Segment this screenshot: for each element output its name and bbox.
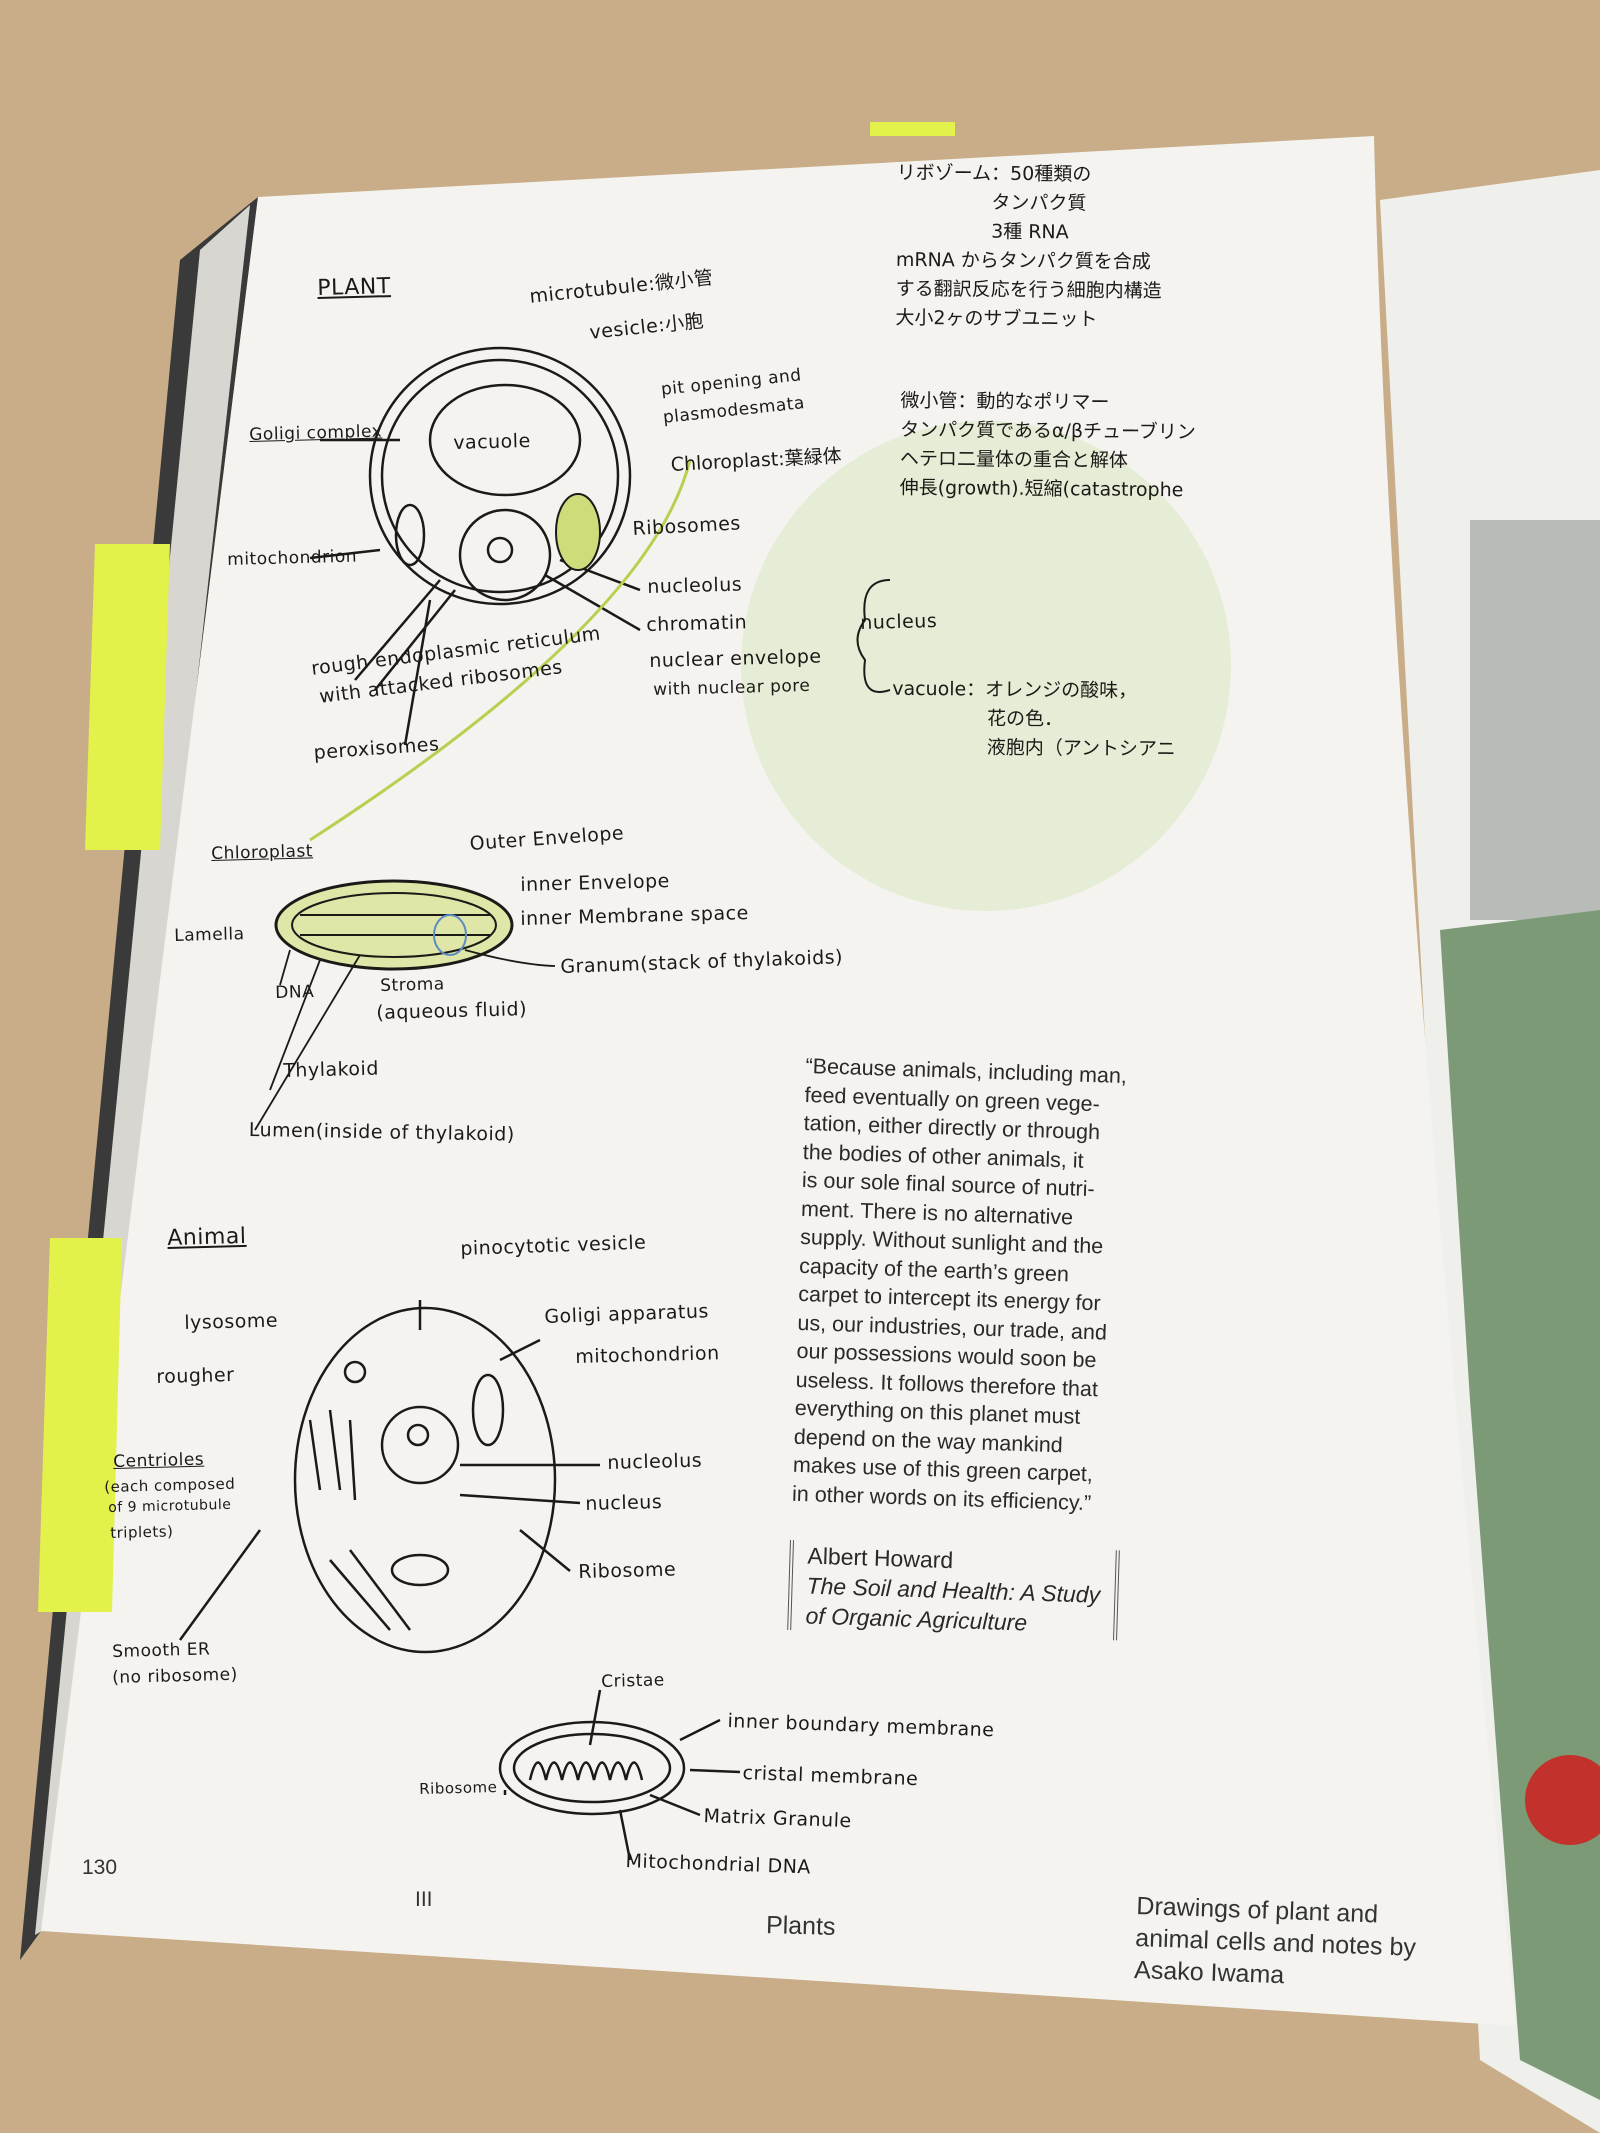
label-lumen: Lumen(inside of thylakoid) bbox=[248, 1119, 515, 1146]
label-mito-ribosome: Ribosome bbox=[419, 1777, 498, 1798]
page-number: 130 bbox=[82, 1856, 118, 1879]
label-stroma: Stroma bbox=[380, 974, 445, 996]
animal-cell-drawing bbox=[178, 1300, 600, 1654]
facing-photo-tomato bbox=[1525, 1755, 1600, 1845]
sticky-tab-left-1 bbox=[85, 544, 170, 850]
figure-caption: Drawings of plant and animal cells and n… bbox=[1134, 1890, 1418, 1996]
label-nuclear-pore: with nuclear pore bbox=[653, 675, 811, 700]
page bbox=[41, 136, 1516, 2026]
label-animal-mitochondrion: mitochondrion bbox=[575, 1342, 720, 1368]
label-thylakoid: Thylakoid bbox=[283, 1057, 380, 1082]
plant-heading: PLANT bbox=[317, 274, 392, 301]
label-centrioles-note-2: of 9 microtubule bbox=[108, 1496, 232, 1516]
label-centrioles-note-1: (each composed bbox=[104, 1474, 236, 1496]
label-lamella: Lamella bbox=[174, 924, 245, 946]
label-vacuole: vacuole bbox=[453, 429, 532, 454]
label-rough-er-animal: rougher bbox=[156, 1363, 235, 1388]
chloroplast-heading: Chloroplast bbox=[211, 841, 314, 864]
chloroplast-arrow bbox=[309, 459, 692, 842]
label-inner-envelope: inner Envelope bbox=[520, 870, 671, 896]
label-nucleus: nucleus bbox=[860, 609, 938, 634]
sticky-tab-top bbox=[870, 122, 955, 136]
section-title: Plants bbox=[765, 1911, 836, 1941]
label-nuclear-envelope: nuclear envelope bbox=[649, 645, 822, 672]
animal-heading: Animal bbox=[167, 1223, 247, 1251]
green-circle bbox=[741, 421, 1231, 911]
label-centrioles-note-3: triplets) bbox=[110, 1522, 174, 1542]
label-lysosome: lysosome bbox=[184, 1309, 279, 1334]
label-cristae: Cristae bbox=[601, 1670, 665, 1692]
sticky-tab-left-2 bbox=[38, 1238, 122, 1612]
chloroplast-drawing bbox=[254, 879, 556, 1131]
facing-photo-building bbox=[1470, 520, 1600, 920]
nucleus-brace bbox=[856, 579, 891, 693]
plant-cell-drawing bbox=[309, 346, 641, 746]
mitochondrion-drawing bbox=[498, 1689, 741, 1861]
label-chromatin: chromatin bbox=[646, 611, 748, 636]
label-animal-nucleus: nucleus bbox=[585, 1490, 663, 1515]
quote-attribution: Albert Howard The Soil and Health: A Stu… bbox=[787, 1540, 1120, 1641]
label-nucleolus: nucleolus bbox=[647, 573, 743, 598]
note-ribosome: リボゾーム：50種類の タンパク質 3種 RNA mRNA からタンパク質を合成… bbox=[895, 161, 1162, 331]
label-dna: DNA bbox=[275, 981, 315, 1003]
label-mitochondrion: mitochondrion bbox=[227, 546, 358, 570]
label-aqueous-fluid: (aqueous fluid) bbox=[376, 998, 528, 1024]
quote-block: “Because animals, including man, feed ev… bbox=[792, 1052, 1146, 1518]
label-centrioles: Centrioles bbox=[113, 1449, 205, 1472]
label-golgi-complex: Goligi complex bbox=[249, 421, 383, 445]
section-numeral: III bbox=[415, 1888, 433, 1911]
label-animal-nucleolus: nucleolus bbox=[607, 1449, 703, 1474]
note-microtubule: 微小管：動的なポリマー タンパク質であるα/βチューブリン ヘテロ二量体の重合と… bbox=[899, 389, 1196, 502]
label-animal-ribosome: Ribosome bbox=[578, 1558, 677, 1583]
label-no-ribosome: (no ribosome) bbox=[112, 1664, 239, 1688]
plant-chloroplast-drawing bbox=[555, 493, 601, 571]
label-smooth-er: Smooth ER bbox=[112, 1639, 211, 1662]
note-vacuole: vacuole：オレンジの酸味， 花の色． 液胞内（アントシアニ bbox=[891, 677, 1176, 761]
